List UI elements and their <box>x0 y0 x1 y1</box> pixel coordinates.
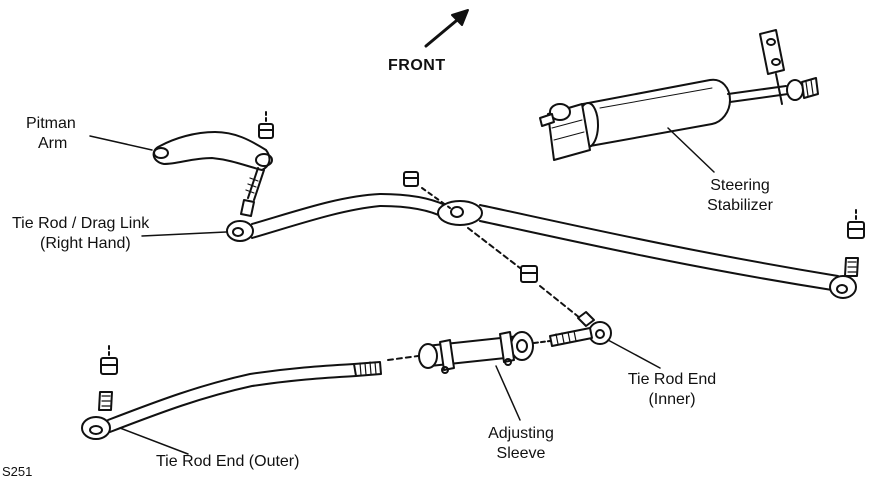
outer-end-nut-icon <box>100 345 118 375</box>
pitman-arm <box>152 111 274 201</box>
figure-id: S251 <box>2 464 33 479</box>
steering-stabilizer-label-line2: Stabilizer <box>707 197 773 214</box>
pitman-arm-label-line1: Pitman <box>26 115 76 132</box>
leader-lines <box>89 127 715 455</box>
pitman-arm-label-line2: Arm <box>38 135 68 152</box>
drag-link-right-nut-icon <box>847 209 865 239</box>
steering-stabilizer-label-line1: Steering <box>710 177 770 194</box>
adjusting-sleeve-label-line2: Sleeve <box>496 445 546 462</box>
pitman-arm-nut-icon <box>258 111 274 139</box>
steering-stabilizer-label: Steering Stabilizer <box>694 176 786 216</box>
tie-rod-end-inner-label-line1: Tie Rod End <box>627 371 717 388</box>
tie-rod-drag-link-label-line2: (Right Hand) <box>40 235 131 252</box>
adjusting-sleeve <box>387 331 551 374</box>
tie-rod-drag-link-label-line1: Tie Rod / Drag Link <box>12 215 150 232</box>
inner-end-nut-icon <box>520 265 538 283</box>
tie-rod-drag-link <box>226 171 865 299</box>
tie-rod-drag-link-label: Tie Rod / Drag Link (Right Hand) <box>12 214 149 254</box>
tie-rod-end-outer <box>81 345 382 440</box>
front-label: FRONT <box>388 57 446 74</box>
tie-rod-end-inner-label-line2: (Inner) <box>648 391 696 408</box>
tie-rod-end-inner-label: Tie Rod End (Inner) <box>622 370 722 410</box>
adjusting-sleeve-label: Adjusting Sleeve <box>476 424 566 464</box>
tie-rod-end-outer-label: Tie Rod End (Outer) <box>156 453 300 470</box>
front-arrow-icon <box>424 9 469 48</box>
steering-stabilizer <box>539 29 819 161</box>
tie-rod-end-inner <box>549 311 612 347</box>
drag-link-center-nut-icon <box>403 171 451 209</box>
adjusting-sleeve-label-line1: Adjusting <box>488 425 554 442</box>
pitman-arm-label: Pitman Arm <box>26 114 76 154</box>
